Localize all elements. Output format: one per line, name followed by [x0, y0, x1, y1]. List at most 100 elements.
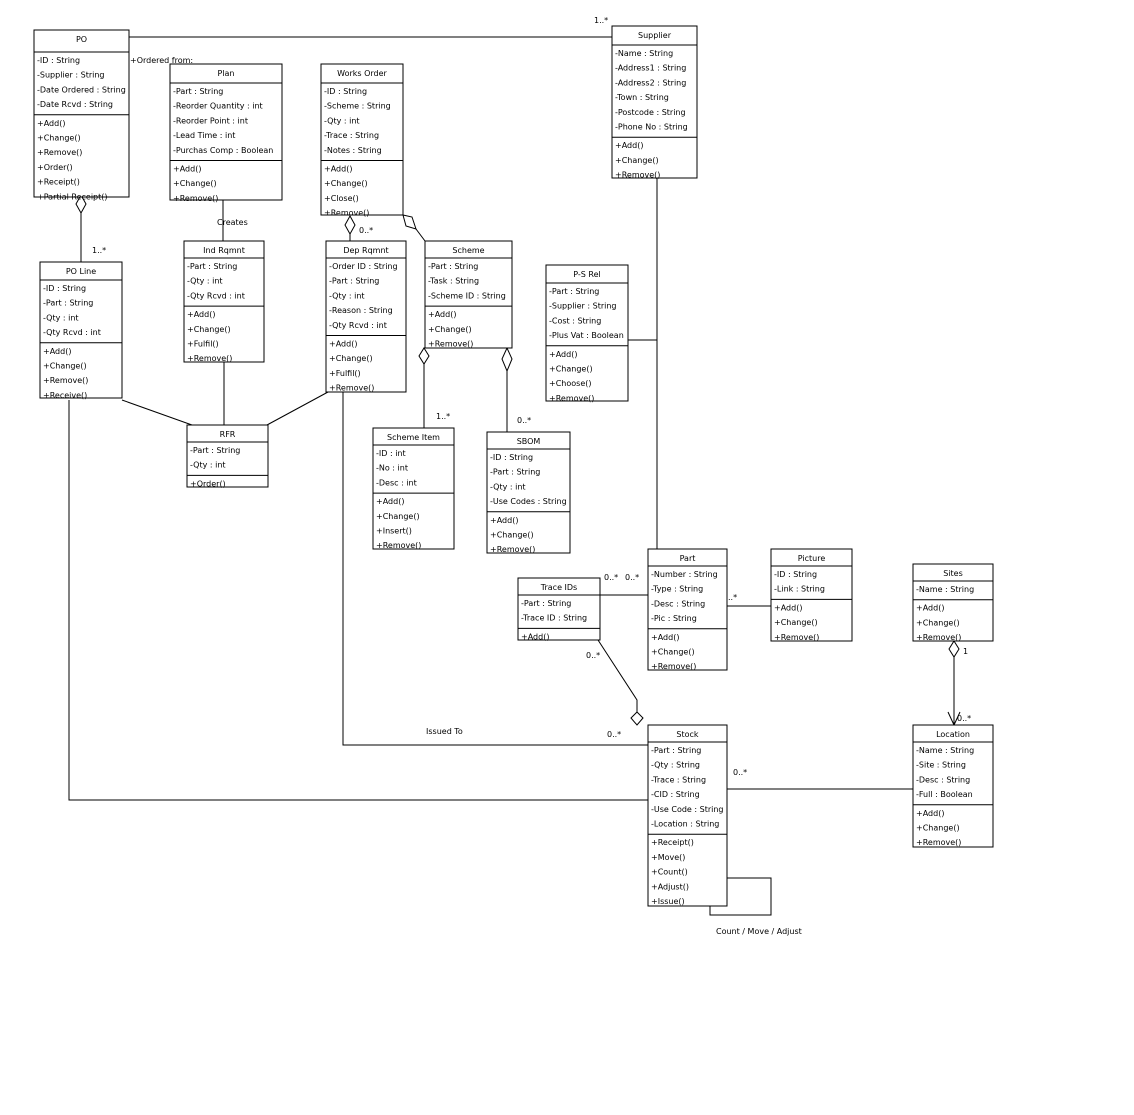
class-attribute: -Qty Rcvd : int [187, 291, 245, 300]
class-operation: +Add() [173, 165, 201, 174]
class-operation: +Change() [490, 531, 534, 540]
class-operation: +Insert() [376, 527, 412, 536]
class-attribute: -Part : String [173, 87, 223, 96]
mult-trace-stock: 0..* [586, 651, 600, 660]
class-operation: +Remove() [916, 838, 961, 847]
mult-works-dep: 0..* [359, 226, 373, 235]
assoc-dep-stock [342, 392, 648, 746]
class-attribute: -Qty : String [651, 761, 700, 770]
class-operation: +Change() [43, 362, 87, 371]
mult-dep-stock: 0..* [607, 730, 621, 739]
class-attribute: -ID : String [37, 56, 80, 65]
class-attribute: -Qty : int [490, 482, 526, 491]
class-attribute: -Name : String [916, 585, 974, 594]
class-attribute: -Notes : String [324, 146, 382, 155]
class-attribute: -Part : String [43, 299, 93, 308]
class-operation: +Partial Receipt() [37, 192, 108, 201]
class-scheme: Scheme-Part : String-Task : String-Schem… [424, 240, 513, 349]
class-name: Part [680, 554, 696, 563]
class-operation: +Remove() [173, 194, 218, 203]
class-operation: +Choose() [549, 379, 591, 388]
class-operation: +Change() [916, 618, 960, 627]
mult-part-picture: ..* [728, 593, 737, 602]
class-box [183, 240, 265, 363]
class-operation: +Add() [187, 310, 215, 319]
class-attribute: -Part : String [521, 599, 571, 608]
class-operation: +Add() [549, 350, 577, 359]
class-name: SBOM [517, 437, 541, 446]
class-attribute: -Part : String [329, 277, 379, 286]
class-operation: +Count() [651, 868, 688, 877]
class-attribute: -Qty : int [43, 313, 79, 322]
class-box [517, 577, 601, 641]
class-box [325, 240, 407, 393]
class-name: Scheme [452, 246, 484, 255]
class-plan: Plan-Part : String-Reorder Quantity : in… [169, 63, 283, 203]
class-operation: +Add() [916, 809, 944, 818]
class-attribute: -No : int [376, 464, 408, 473]
class-attribute: -Name : String [916, 746, 974, 755]
class-attribute: -Number : String [651, 570, 718, 579]
class-box [320, 63, 404, 216]
class-attribute: -ID : int [376, 449, 406, 458]
class-name: PO [76, 35, 87, 44]
class-attribute: -Supplier : String [549, 302, 617, 311]
class-attribute: -ID : String [490, 453, 533, 462]
class-attribute: -Date Ordered : String [37, 85, 126, 94]
label-count-move-adjust: Count / Move / Adjust [716, 927, 802, 936]
assoc-poline-rfr [121, 399, 193, 426]
class-works-order: Works Order-ID : String-Scheme : String-… [320, 63, 404, 218]
class-operation: +Change() [549, 365, 593, 374]
class-operation: +Change() [428, 325, 472, 334]
class-box [545, 264, 629, 402]
class-attribute: -Part : String [549, 287, 599, 296]
class-box [912, 724, 994, 848]
class-name: Ind Rqmnt [203, 246, 245, 255]
uml-classes: PO -ID : String -Supplier : String -Date Or… [33, 25, 994, 907]
class-operation: +Change() [376, 512, 420, 521]
class-attribute: -Part : String [490, 468, 540, 477]
class-attribute: -Purchas Comp : Boolean [173, 146, 273, 155]
class-attribute: -Desc : String [916, 775, 970, 784]
class-attribute: -Supplier : String [37, 71, 105, 80]
class-operation: +Remove() [651, 662, 696, 671]
class-ps-rel: P-S Rel-Part : String-Supplier : String-… [545, 264, 629, 403]
class-operation: +Add() [774, 603, 802, 612]
class-name: PO Line [66, 267, 96, 276]
class-operation: +Fulfil() [187, 340, 219, 349]
class-attribute: -Reason : String [329, 306, 393, 315]
class-operation: +Add() [428, 310, 456, 319]
class-stock: Stock-Part : String-Qty : String-Trace :… [647, 724, 728, 907]
class-attribute: -Order ID : String [329, 262, 398, 271]
class-part: Part -Number : String -Type : String -Desc … [647, 548, 728, 671]
class-operation: +Add() [43, 347, 71, 356]
class-sbom: SBOM -ID : String -Part : String -Qty : int… [486, 431, 571, 554]
class-box [486, 431, 571, 554]
class-attribute: -Qty : int [190, 461, 226, 470]
class-operation: +Add() [490, 516, 518, 525]
class-attribute: -Desc : String [651, 599, 705, 608]
class-attribute: -Phone No : String [615, 123, 688, 132]
class-operation: +Add() [615, 141, 643, 150]
class-picture: Picture-ID : String-Link : String+Add()+… [770, 548, 853, 642]
class-attribute: -Type : String [651, 585, 703, 594]
class-name: Location [936, 730, 970, 739]
class-operation: +Remove() [329, 384, 374, 393]
class-operation: +Change() [651, 648, 695, 657]
class-box [647, 548, 728, 671]
class-operation: +Move() [651, 853, 685, 862]
class-ind-rqmnt: Ind Rqmnt-Part : String-Qty : int-Qty Rc… [183, 240, 265, 363]
class-attribute: -Qty : int [324, 116, 360, 125]
mult-sites-one: 1 [963, 647, 968, 656]
class-attribute: -Qty : int [187, 277, 223, 286]
class-attribute: -Trace : String [651, 775, 706, 784]
class-operation: +Receipt() [37, 178, 80, 187]
class-attribute: -Date Rcvd : String [37, 100, 113, 109]
class-operation: +Add() [329, 340, 357, 349]
class-attribute: -Site : String [916, 761, 966, 770]
class-name: Plan [217, 69, 234, 78]
assoc-poline-stock [68, 400, 648, 801]
class-attribute: -Pic : String [651, 614, 697, 623]
class-location: Location -Name : String -Site : String -Des… [912, 724, 994, 848]
class-dep-rqmnt: Dep Rqmnt-Order ID : String-Part : Strin… [325, 240, 407, 393]
